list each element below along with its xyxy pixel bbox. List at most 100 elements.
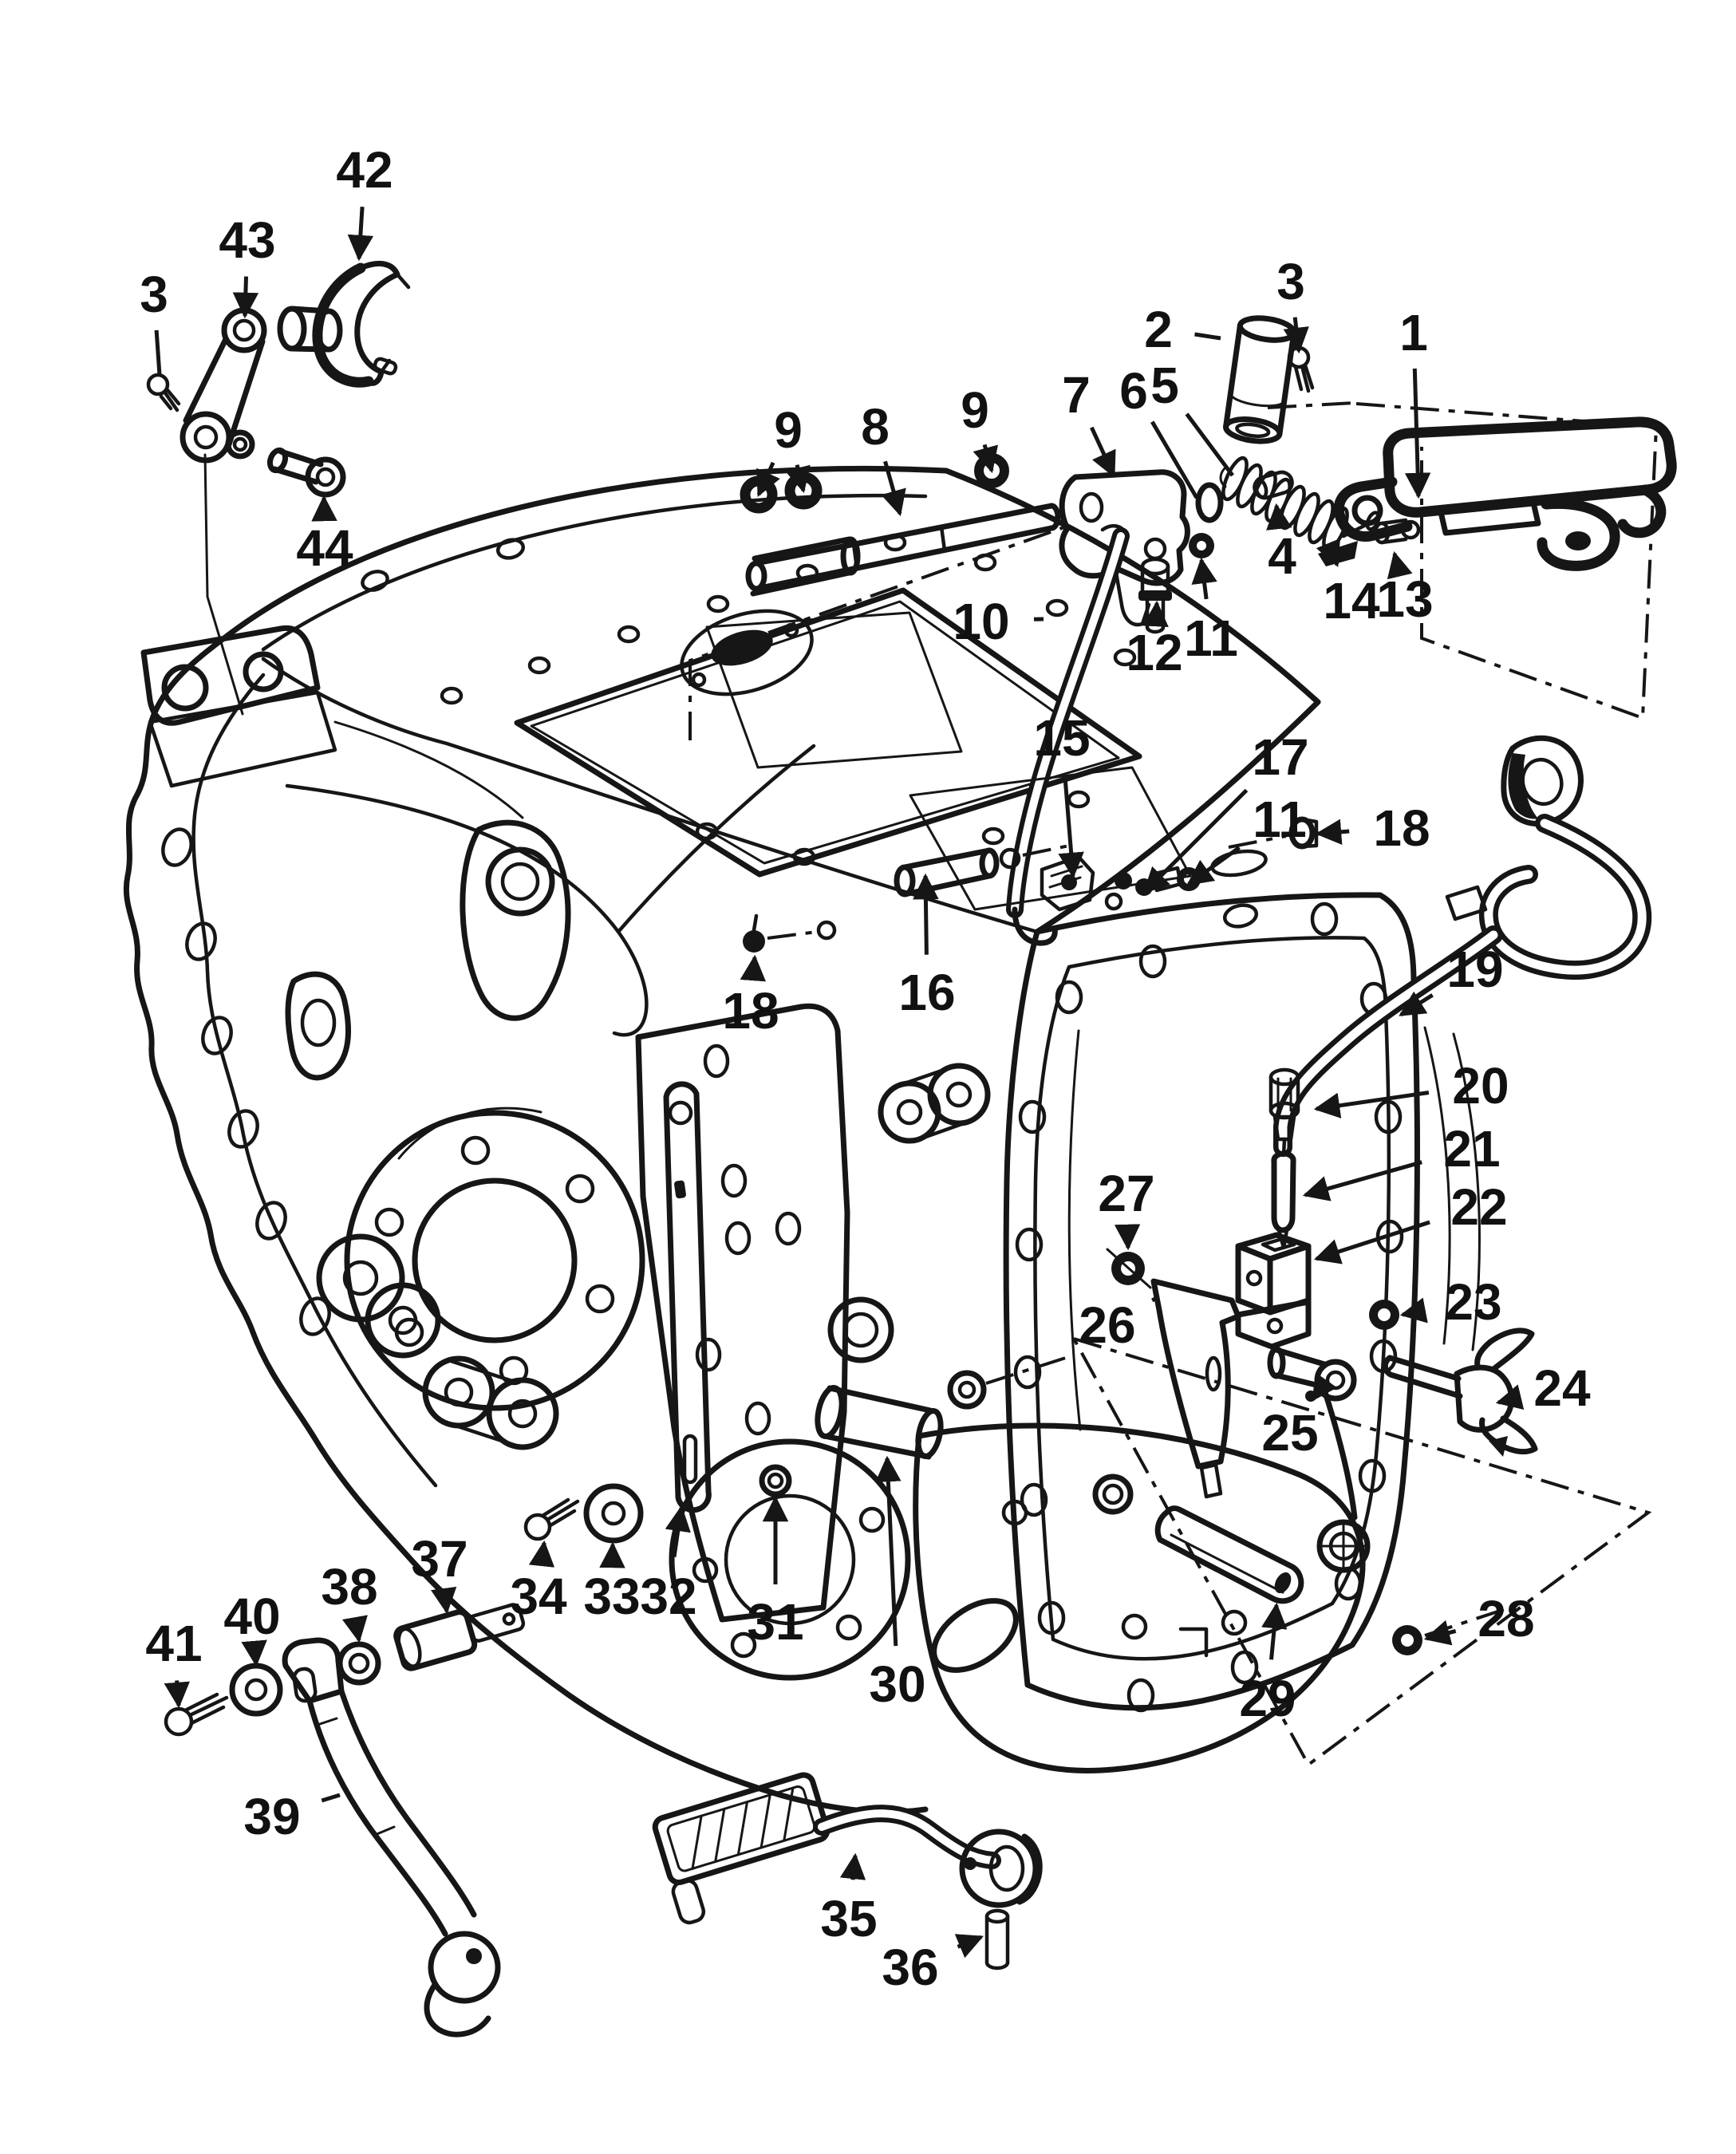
callout-4-leader xyxy=(1266,503,1292,531)
callout-32: 32 xyxy=(640,1505,697,1625)
callout-11: 11 xyxy=(1184,557,1238,667)
callout-40-label: 40 xyxy=(223,1588,280,1645)
callout-8: 8 xyxy=(861,398,906,517)
callout-26-leader xyxy=(1151,1296,1157,1303)
callout-27-leader xyxy=(1114,1224,1141,1251)
callout-23-leader xyxy=(1399,1297,1428,1324)
callout-18-leader xyxy=(1315,819,1350,845)
callout-13-label: 13 xyxy=(1376,570,1433,628)
callout-29-leader xyxy=(1261,1602,1288,1660)
callout-37-leader xyxy=(431,1586,457,1615)
callout-17: 17 xyxy=(1142,728,1309,894)
washer-38 xyxy=(337,1641,381,1686)
nut-11-upper xyxy=(1189,533,1214,558)
callout-3-label: 3 xyxy=(140,266,168,323)
callout-39-leader xyxy=(321,1793,341,1803)
callout-39: 39 xyxy=(243,1788,341,1845)
callout-3: 3 xyxy=(140,266,168,376)
callout-18: 18 xyxy=(722,954,779,1040)
pin-36 xyxy=(984,1908,1010,1971)
clevis-37 xyxy=(393,1603,526,1671)
callout-37: 37 xyxy=(411,1530,468,1615)
callout-21-label: 21 xyxy=(1443,1120,1500,1178)
callout-30: 30 xyxy=(869,1455,926,1713)
callout-21-leader xyxy=(1302,1160,1422,1201)
callout-19-leader xyxy=(1399,991,1434,1017)
callout-2-leader xyxy=(1194,332,1221,341)
handbrake-handle-1 xyxy=(1333,416,1677,571)
callout-12-leader xyxy=(1142,600,1169,628)
callout-28-label: 28 xyxy=(1478,1590,1534,1647)
callout-1: 1 xyxy=(1399,304,1431,499)
front-bracket xyxy=(140,625,337,788)
callout-9-label: 9 xyxy=(774,401,803,459)
fitting-13 xyxy=(1373,518,1421,545)
callout-6: 6 xyxy=(1119,362,1199,499)
pedal-35 xyxy=(652,1772,1043,1925)
bolt-30 xyxy=(815,1355,1071,1460)
callout-1-label: 1 xyxy=(1399,304,1428,361)
callout-25: 25 xyxy=(1261,1372,1338,1462)
rod-29 xyxy=(1154,1505,1304,1604)
callout-17-leader xyxy=(1142,788,1249,894)
rod-10 xyxy=(1006,523,1130,946)
screw-3-right xyxy=(1287,345,1315,393)
callout-38: 38 xyxy=(321,1558,378,1643)
callout-29: 29 xyxy=(1239,1602,1296,1727)
callout-34-label: 34 xyxy=(510,1568,567,1625)
callout-7-leader xyxy=(1090,426,1116,478)
left-flange-holes xyxy=(161,827,331,1336)
callout-44-label: 44 xyxy=(296,519,353,577)
callout-6-label: 6 xyxy=(1119,362,1148,420)
callout-20-leader xyxy=(1313,1091,1430,1118)
housing-silhouette xyxy=(123,632,929,1815)
callout-16: 16 xyxy=(898,873,956,1021)
callout-23: 23 xyxy=(1399,1273,1502,1331)
callout-22-label: 22 xyxy=(1450,1178,1507,1236)
callout-7: 7 xyxy=(1062,366,1116,478)
callout-3-label: 3 xyxy=(1276,253,1305,310)
callout-38-leader xyxy=(341,1615,368,1643)
callout-3: 3 xyxy=(1276,253,1309,354)
callout-15-label: 15 xyxy=(1033,709,1090,767)
callout-14: 14 xyxy=(1316,538,1380,629)
callout-43-label: 43 xyxy=(219,211,275,269)
callout-3-leader xyxy=(1283,317,1309,354)
callout-5-leader xyxy=(1185,412,1235,477)
callout-16-leader xyxy=(913,873,939,955)
callout-34-leader xyxy=(528,1540,555,1568)
callout-3-leader xyxy=(154,329,162,376)
callout-7-label: 7 xyxy=(1062,366,1091,424)
callout-40: 40 xyxy=(223,1588,281,1667)
callout-38-label: 38 xyxy=(321,1558,377,1616)
callout-9-label: 9 xyxy=(961,381,989,439)
lower-cover-bolt-circle xyxy=(669,1438,911,1681)
callout-11-leader xyxy=(1191,557,1217,600)
top-gasket-opening xyxy=(514,587,1142,878)
detent-washers-9 xyxy=(740,453,1009,514)
bolt-18-left xyxy=(743,913,837,953)
callout-32-label: 32 xyxy=(640,1568,696,1625)
callout-23-label: 23 xyxy=(1445,1273,1501,1331)
callout-1-leader xyxy=(1404,368,1431,499)
callout-30-leader xyxy=(875,1455,902,1647)
callout-41: 41 xyxy=(145,1615,203,1709)
pivot-cylinder-2 xyxy=(1223,315,1297,444)
flange-lug xyxy=(878,1063,991,1144)
callout-9-leader xyxy=(973,444,998,474)
shift-rail-8 xyxy=(745,503,1061,597)
callout-20-label: 20 xyxy=(1452,1057,1509,1114)
callout-39-label: 39 xyxy=(243,1788,300,1845)
callout-21: 21 xyxy=(1302,1120,1501,1201)
lever-39 xyxy=(282,1637,501,2038)
callout-26: 26 xyxy=(1079,1296,1157,1354)
callout-5: 5 xyxy=(1150,357,1235,477)
bolt-41 xyxy=(164,1692,229,1737)
callout-29-label: 29 xyxy=(1239,1670,1296,1727)
callout-10: 10 xyxy=(953,593,1044,650)
callout-26-label: 26 xyxy=(1079,1296,1135,1354)
callout-11: 11 xyxy=(1186,791,1307,886)
callout-12: 12 xyxy=(1126,600,1183,681)
callout-19: 19 xyxy=(1399,941,1504,1017)
